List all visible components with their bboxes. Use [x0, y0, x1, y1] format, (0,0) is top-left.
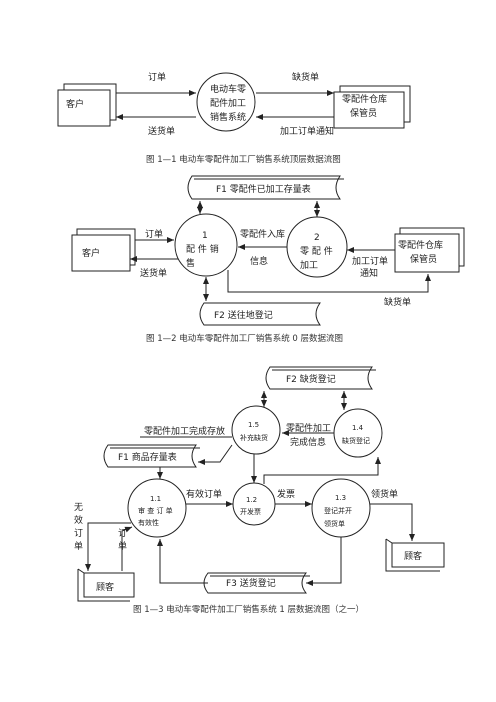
flow-notice-label-1: 加工订单 — [352, 255, 388, 267]
flow-process-notice-label: 加工订单通知 — [280, 125, 334, 137]
process-1-3-label-2: 领货单 — [324, 519, 345, 528]
flow-pick-list-label: 领货单 — [371, 488, 398, 500]
store-f1: F1 零配件已加工存量表 — [187, 175, 344, 200]
svg-text:无: 无 — [74, 502, 83, 513]
entity-customer-label: 客户 — [82, 247, 100, 259]
svg-text:单: 单 — [74, 540, 83, 552]
process-2-label-2: 加工 — [300, 260, 318, 271]
entity-customer-left: 顾客 — [77, 568, 135, 602]
entity-keeper-label-2: 保管员 — [350, 107, 377, 119]
flow-invalid-order-arrow — [85, 522, 131, 571]
flow-shortage-arrow — [227, 270, 431, 293]
process-1-1-label-1: 审 查 订 单 — [138, 506, 173, 515]
store-f2: F2 送往地登记 — [199, 302, 321, 326]
flow-delivery-label: 送货单 — [140, 267, 167, 279]
svg-text:订: 订 — [74, 528, 83, 539]
caption-diagram-2: 图 1—2 电动车零配件加工厂销售系统 0 层数据流图 — [146, 333, 343, 344]
entity-customer-right: 顾客 — [385, 538, 445, 572]
flow-pick-list-arrow — [370, 503, 415, 541]
process-2-number: 2 — [314, 233, 320, 243]
flow-order-label: 订单 — [145, 228, 163, 240]
flow-shortage-label: 缺货单 — [292, 71, 319, 83]
entity-parts-keeper: 零配件仓库 保管员 — [333, 85, 411, 129]
entity-customer-right-label: 顾客 — [404, 550, 422, 562]
process-1-4-record-shortage: 1.4 缺货登记 — [333, 408, 383, 458]
process-1-1-check-order: 1.1 审 查 订 单 有效性 — [127, 478, 187, 538]
svg-text:订: 订 — [118, 528, 127, 539]
process-2-processing: 2 零 配 件 加工 — [286, 216, 348, 278]
svg-text:单: 单 — [118, 540, 127, 552]
entity-customer: 客户 — [57, 83, 117, 127]
entity-customer-left-label: 顾客 — [96, 581, 114, 593]
flow-invalid-order-label: 无 效 订 单 — [74, 502, 83, 552]
process-1-3-label-1: 登记并开 — [324, 506, 352, 515]
process-1-1-label-2: 有效性 — [138, 518, 159, 527]
process-1-2-label: 开发票 — [240, 507, 261, 516]
flow-shortage-label: 缺货单 — [384, 296, 411, 308]
entity-keeper-label-1: 零配件仓库 — [398, 239, 443, 251]
caption-diagram-3: 图 1—3 电动车零配件加工厂销售系统 1 层数据流图（之一） — [133, 604, 364, 615]
process-1-1-number: 1.1 — [150, 495, 161, 503]
flow-13-f3 — [306, 537, 342, 586]
flow-completion-info-label-1: 零配件加工 — [286, 422, 331, 434]
diagram-level-0: F1 零配件已加工存量表 F2 送往地登记 客户 零配件仓库 保管员 1 配 件… — [71, 175, 465, 344]
process-system: 电动车零 配件加工 销售系统 — [196, 72, 256, 132]
entity-customer: 客户 — [71, 228, 136, 272]
store-f2-shortage: F2 缺货登记 — [265, 366, 376, 390]
process-label-1: 电动车零 — [210, 83, 246, 95]
process-1-5-replenish: 1.5 补充缺货 — [231, 405, 281, 455]
flow-instock-label-1: 零配件入库 — [240, 228, 285, 240]
diagram-level-1: F2 缺货登记 F1 商品存量表 F3 送货登记 1.5 补充缺货 1.4 缺货… — [74, 366, 445, 615]
flow-completion-storage-label: 零配件加工完成存放 — [144, 425, 225, 437]
flow-valid-order-label: 有效订单 — [186, 488, 222, 500]
entity-parts-keeper: 零配件仓库 保管员 — [394, 227, 465, 273]
flow-delivery-label: 送货单 — [148, 125, 175, 137]
flow-invoice-label: 发票 — [277, 488, 295, 500]
diagram-top-level: 客户 零配件仓库 保管员 电动车零 配件加工 销售系统 订单 送货单 缺货单 加… — [57, 71, 411, 165]
process-1-3-number: 1.3 — [335, 494, 346, 502]
store-f2-label: F2 缺货登记 — [286, 373, 336, 385]
process-1-number: 1 — [202, 231, 208, 241]
store-f1-label: F1 商品存量表 — [118, 451, 177, 463]
svg-text:效: 效 — [74, 514, 83, 526]
process-1-3-pick-list: 1.3 登记并开 领货单 — [311, 478, 371, 538]
flow-f3-11 — [157, 539, 208, 584]
entity-keeper-label-1: 零配件仓库 — [342, 93, 387, 105]
process-1-label-2: 售 — [186, 257, 195, 269]
flow-order-label: 订单 — [148, 71, 166, 83]
flow-15-f1 — [198, 444, 233, 465]
process-1-2-number: 1.2 — [246, 496, 257, 504]
flow-order-label: 订 单 — [118, 528, 127, 552]
process-1-label-1: 配 件 销 — [186, 243, 219, 255]
store-f2-label: F2 送往地登记 — [214, 309, 273, 321]
process-1-4-label: 缺货登记 — [342, 436, 370, 445]
process-1-2-invoice: 1.2 开发票 — [232, 482, 276, 526]
store-f3-label: F3 送货登记 — [226, 577, 276, 589]
store-f3-delivery: F3 送货登记 — [203, 572, 310, 594]
entity-keeper-label-2: 保管员 — [410, 253, 437, 265]
flow-12-14 — [263, 457, 381, 484]
flow-notice-label-2: 通知 — [360, 267, 378, 279]
caption-diagram-1: 图 1—1 电动车零配件加工厂销售系统顶层数据流图 — [146, 154, 341, 165]
flow-order-arrow — [121, 526, 133, 571]
store-f1-label: F1 零配件已加工存量表 — [216, 183, 311, 195]
store-f1-stock: F1 商品存量表 — [103, 444, 200, 468]
process-1-5-number: 1.5 — [248, 421, 259, 429]
process-2-label-1: 零 配 件 — [300, 245, 333, 257]
flow-instock-label-2: 信息 — [250, 255, 268, 267]
process-label-2: 配件加工 — [210, 97, 246, 109]
flow-completion-info-label-2: 完成信息 — [290, 436, 326, 448]
process-label-3: 销售系统 — [210, 111, 246, 123]
process-1-5-label: 补充缺货 — [240, 433, 268, 442]
process-1-sales: 1 配 件 销 售 — [174, 213, 238, 277]
process-1-4-number: 1.4 — [352, 424, 364, 432]
entity-customer-label: 客户 — [66, 98, 84, 110]
